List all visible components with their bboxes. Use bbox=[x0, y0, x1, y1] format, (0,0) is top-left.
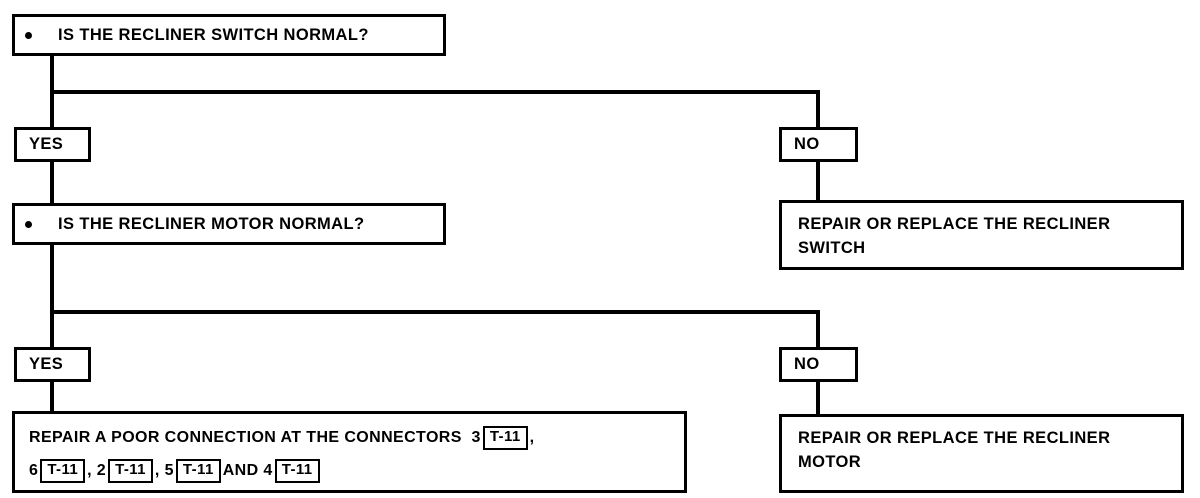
connector-q2-branch bbox=[50, 310, 820, 314]
connector-q1-stem bbox=[50, 53, 54, 94]
connector-q2-no-stem bbox=[816, 310, 820, 348]
repair-line2-sep3: AND 4 bbox=[222, 462, 273, 479]
connector-q1-yes-stem bbox=[50, 90, 54, 128]
action-repair-poor-connection-line2: 6 T-11 , 2 T-11 , 5 T-11 AND 4 T-11 bbox=[29, 459, 684, 483]
action-repair-replace-recliner-switch-line2: SWITCH bbox=[798, 238, 866, 257]
repair-line1-trailing: , bbox=[529, 429, 535, 446]
decision-no-switch-label: NO bbox=[794, 135, 820, 153]
connector-tag-t11: T-11 bbox=[482, 426, 528, 450]
decision-no-motor[interactable]: NO bbox=[779, 347, 858, 382]
action-repair-replace-recliner-switch[interactable]: REPAIR OR REPLACE THE RECLINER SWITCH bbox=[779, 200, 1184, 270]
connector-q2-yes-stem bbox=[50, 310, 54, 348]
connector-q1-branch bbox=[50, 90, 820, 94]
question-recliner-switch-normal[interactable]: IS THE RECLINER SWITCH NORMAL? bbox=[12, 14, 446, 56]
connector-tag-t11: T-11 bbox=[175, 459, 221, 483]
decision-yes-switch-label: YES bbox=[29, 135, 64, 153]
decision-yes-switch[interactable]: YES bbox=[14, 127, 91, 162]
connector-tag-t11: T-11 bbox=[274, 459, 320, 483]
question-recliner-switch-normal-label: IS THE RECLINER SWITCH NORMAL? bbox=[58, 25, 369, 44]
connector-no2-to-action bbox=[816, 380, 820, 414]
decision-no-motor-label: NO bbox=[794, 355, 820, 373]
bullet-dot-icon bbox=[25, 31, 32, 39]
action-repair-poor-connection[interactable]: REPAIR A POOR CONNECTION AT THE CONNECTO… bbox=[12, 411, 687, 493]
action-repair-poor-connection-line1: REPAIR A POOR CONNECTION AT THE CONNECTO… bbox=[29, 426, 684, 450]
bullet-dot-icon bbox=[25, 220, 32, 228]
repair-line1-text: REPAIR A POOR CONNECTION AT THE CONNECTO… bbox=[29, 429, 481, 446]
action-repair-replace-recliner-switch-line1: REPAIR OR REPLACE THE RECLINER bbox=[798, 215, 1111, 233]
decision-no-switch[interactable]: NO bbox=[779, 127, 858, 162]
question-recliner-motor-normal-label: IS THE RECLINER MOTOR NORMAL? bbox=[58, 214, 365, 233]
connector-tag-t11: T-11 bbox=[40, 459, 86, 483]
repair-line2-sep1: , 2 bbox=[87, 462, 107, 479]
connector-no1-to-action bbox=[816, 160, 820, 200]
question-recliner-motor-normal[interactable]: IS THE RECLINER MOTOR NORMAL? bbox=[12, 203, 446, 245]
decision-yes-motor[interactable]: YES bbox=[14, 347, 91, 382]
action-repair-replace-recliner-motor-line1: REPAIR OR REPLACE THE RECLINER bbox=[798, 429, 1111, 447]
connector-tag-t11: T-11 bbox=[108, 459, 153, 483]
repair-line2-n1: 6 bbox=[29, 462, 39, 479]
repair-line2-sep2: , 5 bbox=[154, 462, 174, 479]
connector-q1-no-stem bbox=[816, 90, 820, 128]
connector-q2-stem bbox=[50, 243, 54, 314]
connector-yes2-to-repair bbox=[50, 380, 54, 414]
connector-yes1-to-q2 bbox=[50, 160, 54, 205]
action-repair-replace-recliner-motor[interactable]: REPAIR OR REPLACE THE RECLINER MOTOR bbox=[779, 414, 1184, 493]
decision-yes-motor-label: YES bbox=[29, 355, 64, 373]
action-repair-replace-recliner-motor-line2: MOTOR bbox=[798, 452, 862, 471]
